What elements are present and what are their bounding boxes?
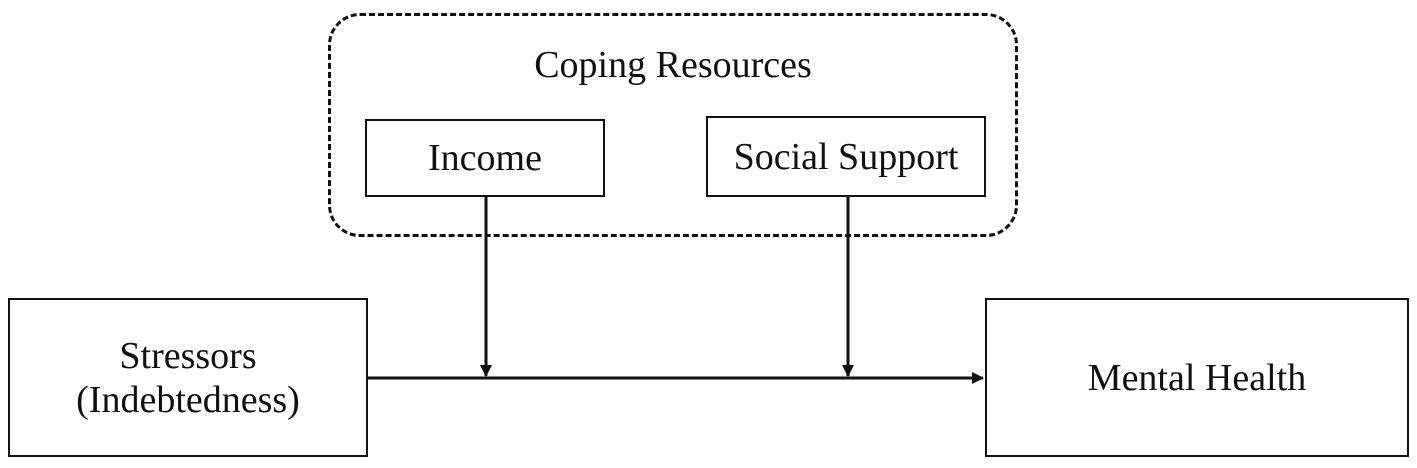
coping-resources-group	[328, 13, 1018, 237]
social-support-node: Social Support	[706, 116, 986, 197]
stressors-label-stack: Stressors (Indebtedness)	[76, 334, 300, 422]
mental-health-label: Mental Health	[1087, 356, 1307, 399]
mental-health-node: Mental Health	[985, 298, 1409, 457]
indebtedness-label: (Indebtedness)	[76, 378, 300, 421]
social-support-label: Social Support	[733, 135, 959, 178]
income-node: Income	[365, 119, 605, 197]
stressors-label: Stressors	[119, 334, 257, 377]
coping-resources-title: Coping Resources	[534, 44, 812, 86]
income-label: Income	[428, 137, 542, 179]
stressors-node: Stressors (Indebtedness)	[8, 298, 368, 457]
